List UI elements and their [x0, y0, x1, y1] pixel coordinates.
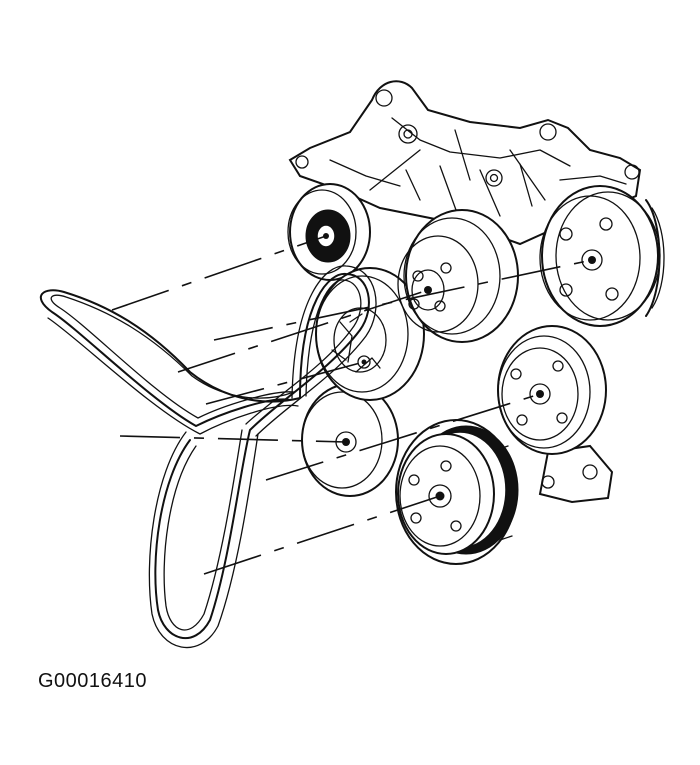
leader-to-alternator	[265, 393, 541, 481]
accessory-mounting-bracket	[288, 80, 642, 504]
figure-id-label: G00016410	[38, 670, 148, 692]
ac-compressor-pulley	[395, 419, 519, 565]
water-pump-pulley	[397, 209, 519, 343]
leader-to-ac-compressor	[203, 495, 441, 575]
serpentine-belt	[39, 265, 377, 649]
leader-to-tensioner	[205, 361, 365, 405]
power-steering-pulley	[539, 185, 665, 327]
leader-to-power-steering	[213, 259, 593, 341]
lower-idler-pulley	[301, 383, 399, 497]
alternator-pulley	[497, 325, 607, 455]
routing-leader-lines	[111, 235, 593, 575]
leader-to-lower-idler	[119, 435, 347, 443]
leader-to-upper-idler	[111, 235, 327, 311]
upper-idler-pulley	[287, 183, 371, 281]
